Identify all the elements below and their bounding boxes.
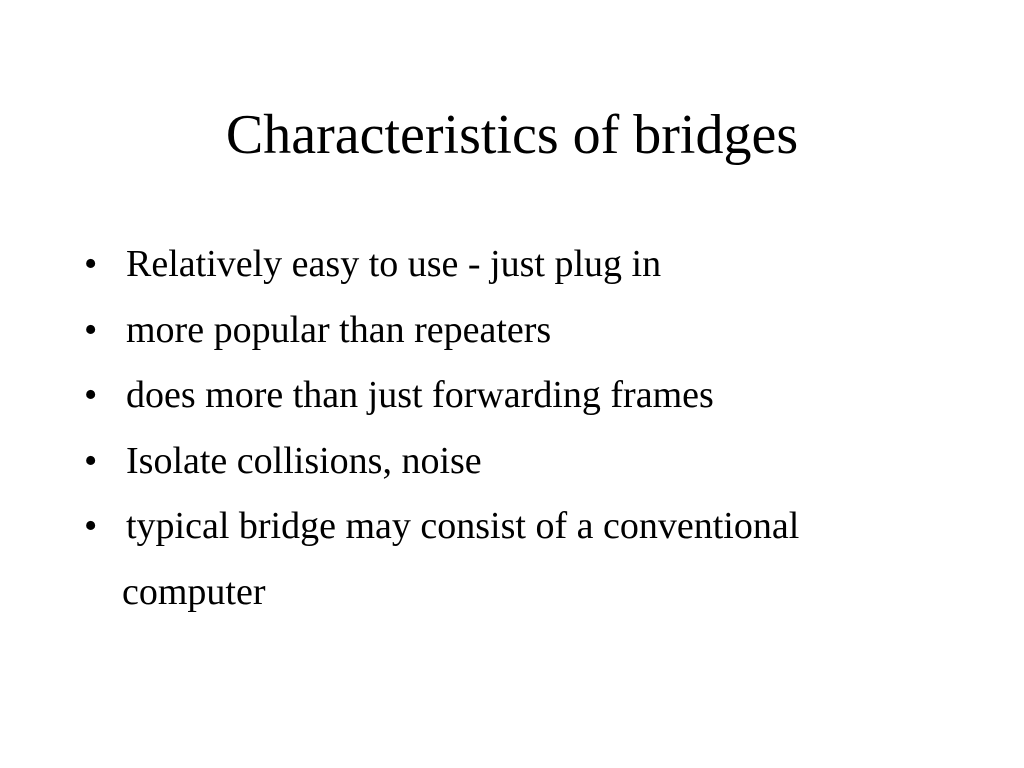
bullet-list: • Relatively easy to use - just plug in … [84, 232, 984, 625]
bullet-item: • does more than just forwarding frames [84, 363, 984, 429]
bullet-text: typical bridge may consist of a conventi… [126, 505, 800, 547]
bullet-text: does more than just forwarding frames [126, 374, 714, 416]
slide-title: Characteristics of bridges [225, 104, 799, 166]
bullet-text-continuation: computer [122, 570, 266, 613]
bullet-item: • more popular than repeaters [84, 298, 984, 364]
bullet-icon: • [84, 374, 98, 416]
bullet-item: • typical bridge may consist of a conven… [84, 494, 984, 625]
bullet-icon: • [84, 439, 98, 482]
bullet-icon: • [84, 505, 98, 547]
bullet-icon: • [84, 243, 98, 285]
bullet-item: • Isolate collisions, noise [84, 429, 984, 495]
bullet-text: more popular than repeaters [126, 308, 552, 351]
bullet-text: Relatively easy to use - just plug in [126, 243, 662, 285]
bullet-text: Isolate collisions, noise [126, 439, 482, 482]
bullet-item: • Relatively easy to use - just plug in [84, 232, 984, 298]
bullet-icon: • [84, 308, 98, 351]
